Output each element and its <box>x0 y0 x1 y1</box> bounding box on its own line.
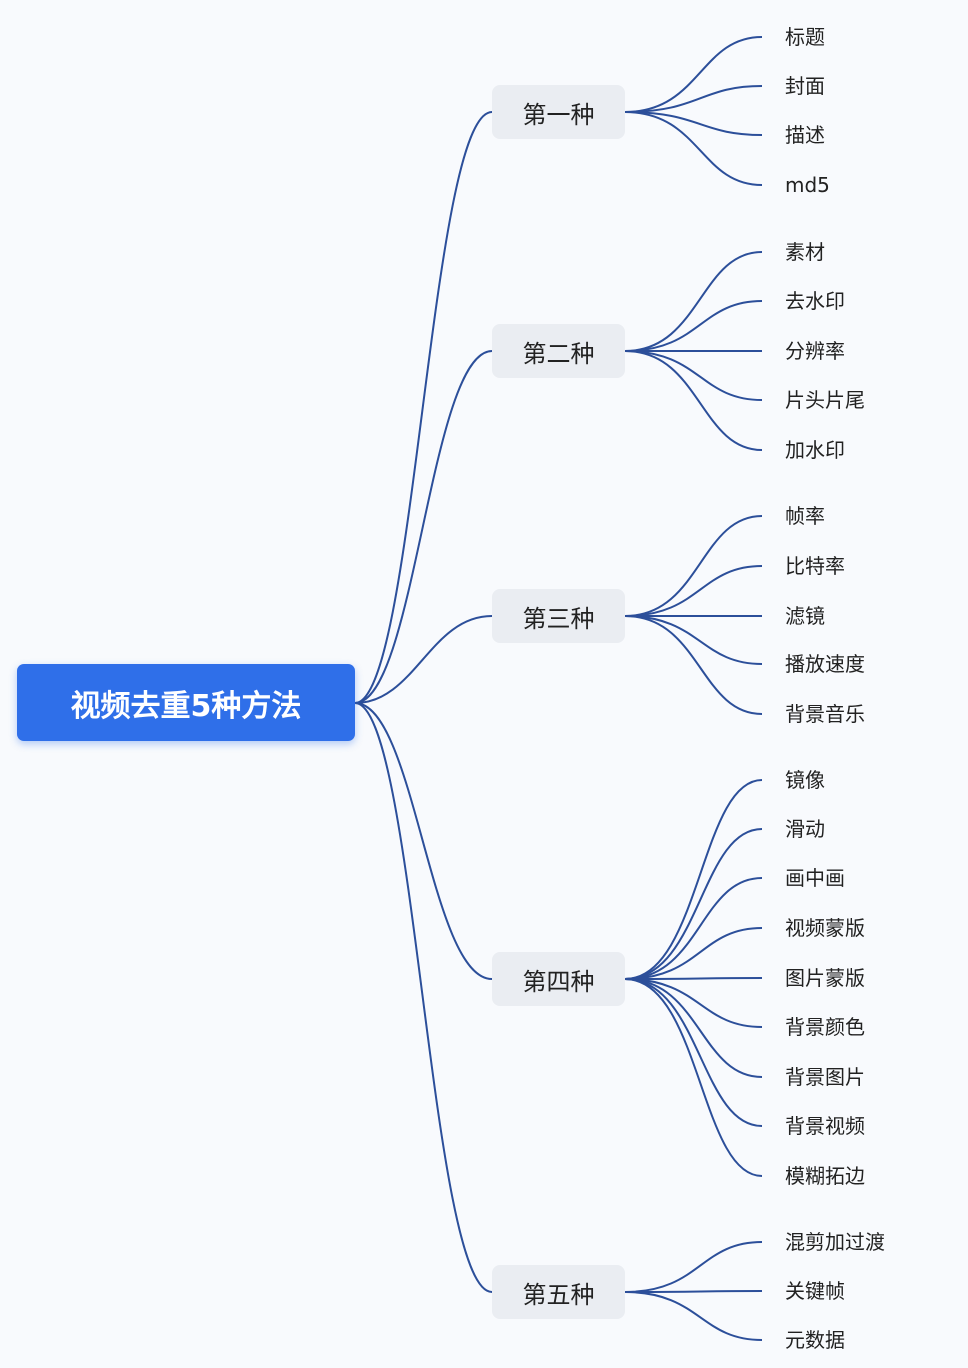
leaf-node[interactable]: 背景图片 <box>785 1065 865 1089</box>
leaf-node[interactable]: 背景颜色 <box>785 1015 865 1039</box>
leaf-node[interactable]: 播放速度 <box>785 652 865 676</box>
branch-label: 第三种 <box>522 604 595 633</box>
root-label: 视频去重5种方法 <box>70 688 302 724</box>
leaf-node[interactable]: 模糊拓边 <box>785 1164 865 1188</box>
leaf-node[interactable]: 标题 <box>785 25 825 49</box>
leaf-node[interactable]: 镜像 <box>785 768 825 792</box>
leaf-node[interactable]: 素材 <box>785 240 825 264</box>
leaf-node[interactable]: 比特率 <box>785 554 845 578</box>
leaf-node[interactable]: 去水印 <box>785 289 845 313</box>
leaf-node[interactable]: 混剪加过渡 <box>785 1230 885 1254</box>
branch-label: 第四种 <box>522 967 595 996</box>
branch-node[interactable]: 第三种 <box>492 589 625 643</box>
leaf-node[interactable]: 画中画 <box>785 866 845 890</box>
leaf-node[interactable]: 帧率 <box>785 504 825 528</box>
leaf-node[interactable]: 元数据 <box>785 1328 845 1352</box>
leaf-node[interactable]: md5 <box>785 173 830 197</box>
leaf-node[interactable]: 图片蒙版 <box>785 966 865 990</box>
branch-label: 第二种 <box>522 339 595 368</box>
branch-node[interactable]: 第四种 <box>492 952 625 1006</box>
leaf-node[interactable]: 背景音乐 <box>785 702 865 726</box>
leaf-node[interactable]: 关键帧 <box>785 1279 845 1303</box>
leaf-node[interactable]: 背景视频 <box>785 1114 865 1138</box>
branch-node[interactable]: 第一种 <box>492 85 625 139</box>
branch-label: 第五种 <box>522 1280 595 1309</box>
leaf-node[interactable]: 滑动 <box>785 817 825 841</box>
leaf-node[interactable]: 视频蒙版 <box>785 916 865 940</box>
branch-label: 第一种 <box>522 100 595 129</box>
leaf-node[interactable]: 分辨率 <box>785 339 845 363</box>
root-node[interactable]: 视频去重5种方法 <box>17 664 355 741</box>
leaf-node[interactable]: 滤镜 <box>785 604 825 628</box>
branch-node[interactable]: 第二种 <box>492 324 625 378</box>
leaf-node[interactable]: 封面 <box>785 74 825 98</box>
leaf-node[interactable]: 片头片尾 <box>785 388 865 412</box>
leaf-node[interactable]: 加水印 <box>785 438 845 462</box>
leaf-node[interactable]: 描述 <box>785 123 825 147</box>
branch-node[interactable]: 第五种 <box>492 1265 625 1319</box>
